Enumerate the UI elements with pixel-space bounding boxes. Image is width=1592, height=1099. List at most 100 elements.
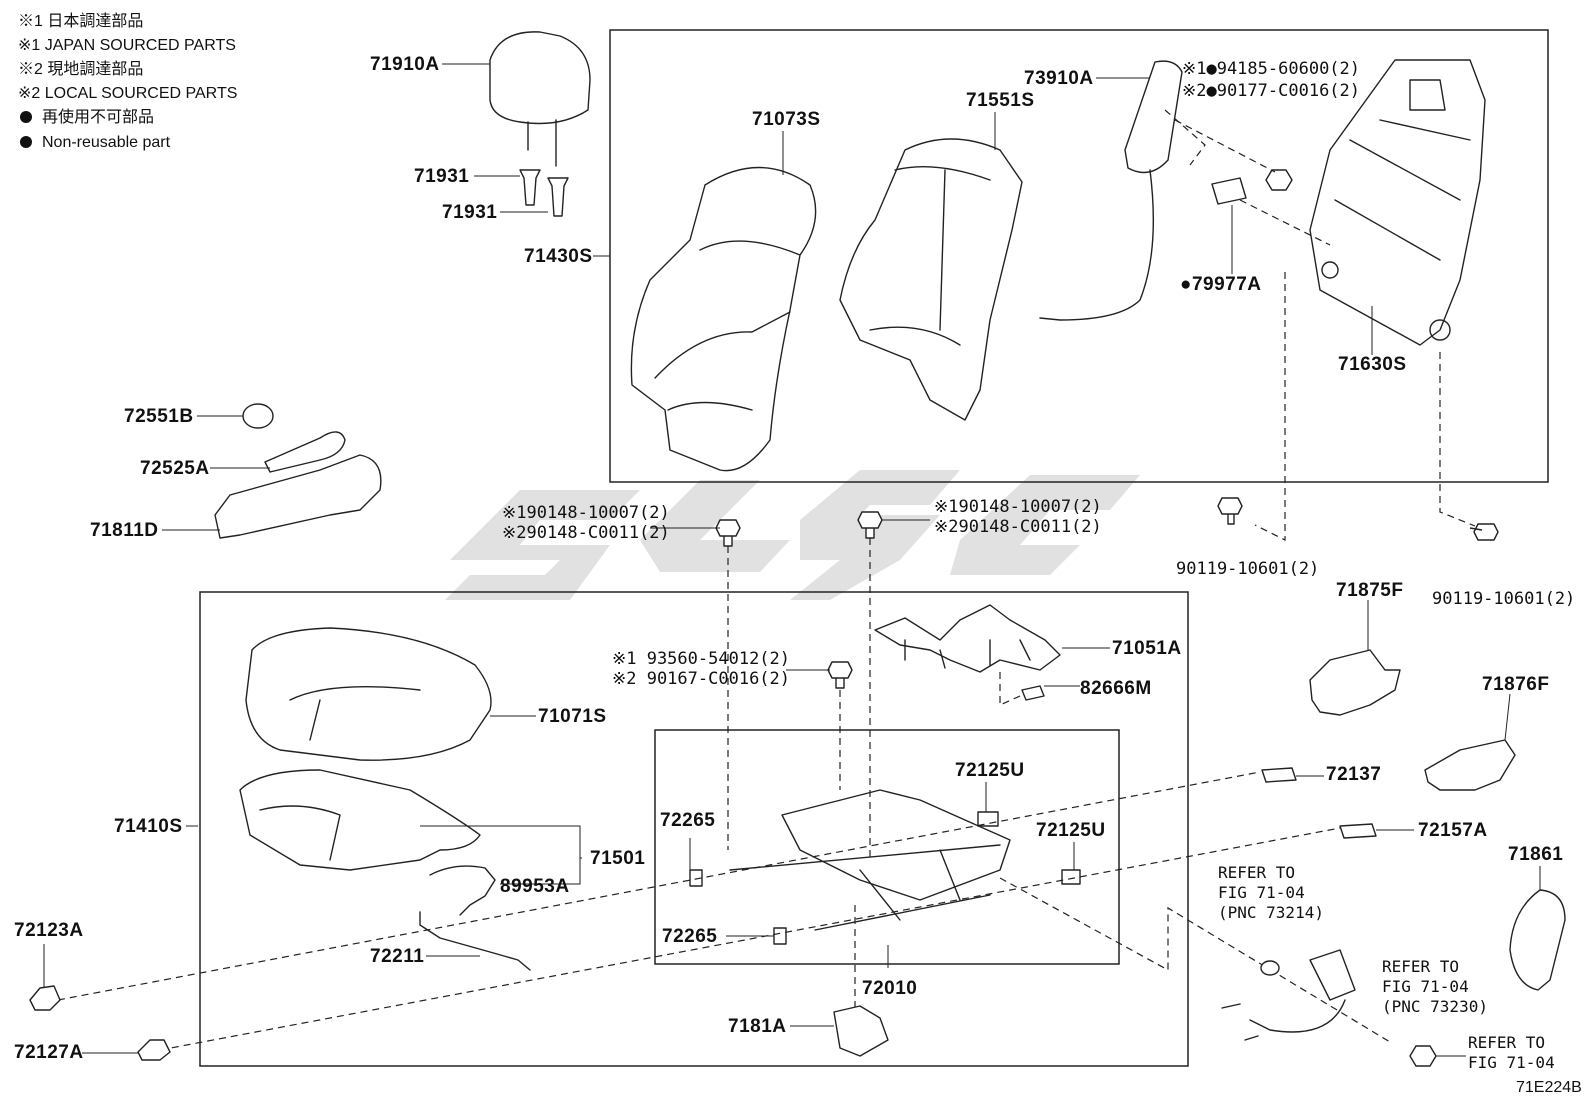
dashed-leader — [999, 877, 1391, 1043]
part-label-71071S[interactable]: 71071S — [538, 706, 607, 727]
legend-line-5: 再使用不可部品 — [42, 108, 154, 126]
part-label-90148-C0011[interactable]: ※290148-C0011(2) — [934, 517, 1102, 537]
clip-drawing — [773, 927, 787, 945]
nut-drawing — [1265, 169, 1293, 191]
part-label-71051A[interactable]: 71051A — [1112, 638, 1182, 659]
legend-line-1: ※1 日本調達部品 — [18, 12, 143, 30]
part-label-71501[interactable]: 71501 — [590, 848, 645, 869]
figure-id: 71E224B — [1516, 1079, 1582, 1096]
seatback-frame-drawing — [1309, 59, 1486, 346]
part-label-72123A[interactable]: 72123A — [14, 920, 84, 941]
dashed-leader — [1439, 352, 1476, 527]
part-label-71931[interactable]: 71931 — [414, 166, 469, 187]
cushion-cover-drawing — [245, 627, 492, 761]
bolt-drawing — [1217, 497, 1243, 525]
part-label-72211[interactable]: 72211 — [370, 946, 424, 967]
part-label-90177-C0016[interactable]: ※2●90177-C0016(2) — [1182, 81, 1360, 101]
refer-note-2-line-2[interactable]: FIG 71-04 — [1382, 977, 1469, 996]
dashed-leader — [999, 672, 1021, 706]
part-label-71430S[interactable]: 71430S — [524, 246, 593, 267]
part-label-90119-10601[interactable]: 90119-10601(2) — [1176, 559, 1319, 579]
clip-drawing — [1061, 869, 1081, 885]
track-group-box — [654, 729, 1120, 965]
part-label-71410S[interactable]: 71410S — [114, 816, 183, 837]
part-label-90148-10007[interactable]: ※190148-10007(2) — [502, 503, 670, 523]
cover-drawing — [1339, 823, 1377, 839]
cover-drawing — [1261, 767, 1297, 783]
bolt-drawing — [827, 661, 853, 689]
side-cover-drawing — [1309, 649, 1401, 716]
cushion-group-box — [199, 591, 1189, 1067]
part-label-72551B[interactable]: 72551B — [124, 406, 194, 427]
bracket-drawing — [137, 1039, 171, 1061]
part-label-72137[interactable]: 72137 — [1326, 764, 1381, 785]
clip-drawing — [1021, 685, 1045, 701]
refer-note-1-line-1: REFER TO — [1218, 863, 1295, 882]
shield-drawing — [214, 454, 382, 539]
cover-drawing — [1509, 889, 1566, 991]
refer-note-3-line-2[interactable]: FIG 71-04 — [1468, 1053, 1555, 1072]
cushion-pad-drawing — [239, 769, 481, 871]
part-label-90167-C0016[interactable]: ※2 90167-C0016(2) — [612, 669, 790, 689]
part-label-72125U[interactable]: 72125U — [955, 760, 1025, 781]
dashed-leader — [57, 771, 1261, 1001]
part-label-82666M[interactable]: 82666M — [1080, 678, 1152, 699]
part-label-79977A[interactable]: ●79977A — [1180, 274, 1262, 295]
part-label-72127A[interactable]: 72127A — [14, 1042, 84, 1063]
refer-note-1-line-3: (PNC 73214) — [1218, 903, 1324, 922]
part-label-71551S[interactable]: 71551S — [966, 90, 1035, 111]
part-label-71630S[interactable]: 71630S — [1338, 354, 1407, 375]
part-label-7181A[interactable]: 7181A — [728, 1016, 787, 1037]
label-drawing — [1211, 177, 1247, 205]
part-label-71875F[interactable]: 71875F — [1336, 580, 1403, 601]
watermark-logo — [445, 470, 1140, 600]
part-label-72265[interactable]: 72265 — [660, 810, 715, 831]
part-label-72010[interactable]: 72010 — [862, 978, 917, 999]
cap-drawing — [242, 403, 274, 429]
airbag-drawing — [1039, 60, 1183, 321]
part-label-72265[interactable]: 72265 — [662, 926, 717, 947]
refer-note-1-line-2[interactable]: FIG 71-04 — [1218, 883, 1305, 902]
legend-line-3: ※2 現地調達部品 — [18, 60, 143, 78]
part-label-72157A[interactable]: 72157A — [1418, 820, 1488, 841]
bullet-icon — [20, 111, 32, 123]
part-label-72125U[interactable]: 72125U — [1036, 820, 1106, 841]
seatback-group-box — [609, 29, 1549, 483]
guide-drawings — [519, 169, 569, 217]
legend-line-6: Non-reusable part — [42, 134, 171, 151]
part-label-94185-60600[interactable]: ※1●94185-60600(2) — [1182, 59, 1360, 79]
headrest-drawing — [489, 31, 591, 167]
buckle-drawing — [1309, 949, 1356, 1001]
clip-drawing — [977, 811, 999, 827]
dashed-leader — [727, 538, 871, 860]
part-label-71931[interactable]: 71931 — [442, 202, 497, 223]
knob-drawing — [264, 431, 346, 473]
legend-line-4: ※2 LOCAL SOURCED PARTS — [18, 85, 237, 102]
part-label-89953A[interactable]: 89953A — [500, 876, 570, 897]
part-label-93560-54012[interactable]: ※1 93560-54012(2) — [612, 649, 790, 669]
leader-lines — [43, 63, 1541, 1057]
wire-drawing — [419, 911, 531, 971]
seat-track-drawing — [729, 789, 1011, 931]
harness-drawing — [429, 865, 496, 916]
part-label-71861[interactable]: 71861 — [1508, 844, 1563, 865]
refer-note-3-line-1: REFER TO — [1468, 1033, 1545, 1052]
part-label-71811D[interactable]: 71811D — [90, 520, 159, 541]
grommet-drawing — [1260, 960, 1280, 976]
part-label-71910A[interactable]: 71910A — [370, 54, 440, 75]
side-cover-drawing — [1424, 739, 1516, 791]
dashed-leader — [1254, 272, 1286, 541]
part-label-90119-10601[interactable]: 90119-10601(2) — [1432, 589, 1575, 609]
legend-line-2: ※1 JAPAN SOURCED PARTS — [18, 37, 236, 54]
bracket-drawing — [29, 985, 61, 1011]
part-label-90148-C0011[interactable]: ※290148-C0011(2) — [502, 523, 670, 543]
part-label-71073S[interactable]: 71073S — [752, 109, 821, 130]
part-label-72525A[interactable]: 72525A — [140, 458, 210, 479]
part-label-73910A[interactable]: 73910A — [1024, 68, 1094, 89]
part-label-71876F[interactable]: 71876F — [1482, 674, 1549, 695]
dashed-leader — [1174, 119, 1276, 173]
refer-note-2-line-3: (PNC 73230) — [1382, 997, 1488, 1016]
part-label-90148-10007[interactable]: ※190148-10007(2) — [934, 497, 1102, 517]
bullet-icon — [20, 136, 32, 148]
